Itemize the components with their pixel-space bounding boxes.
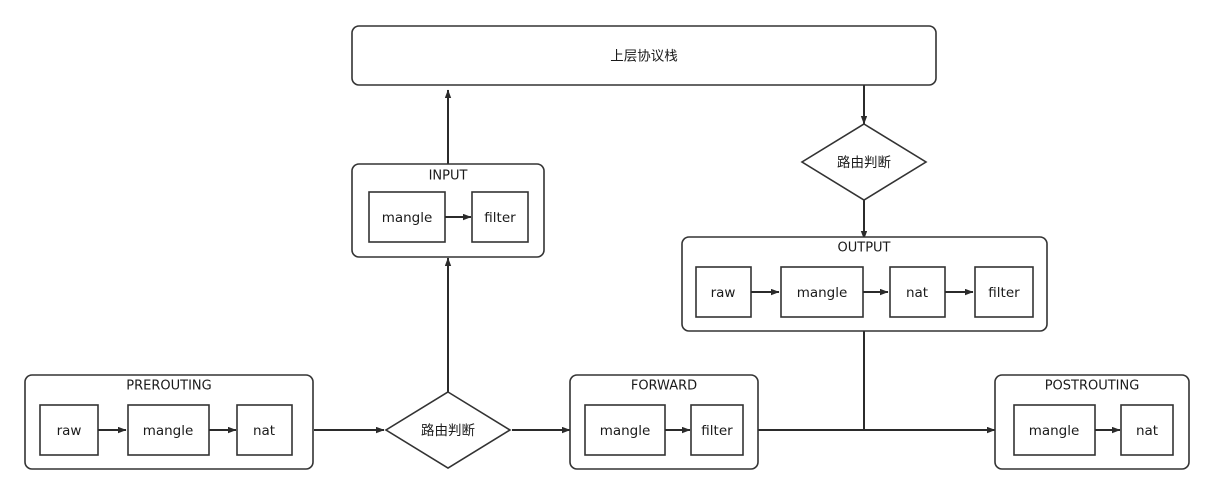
table-label-input-mangle: mangle — [382, 210, 433, 226]
chain-postrouting-title: POSTROUTING — [1045, 379, 1140, 394]
table-label-output-mangle: mangle — [797, 285, 848, 301]
table-box-output-raw — [695, 266, 752, 318]
routing-decision-bottom-diamond — [384, 391, 512, 469]
routing-decision-top: 路由判断 — [800, 123, 928, 201]
table-label-output-raw: raw — [711, 285, 736, 301]
table-box-forward-filter — [690, 404, 744, 456]
upper-protocol-stack-rect — [351, 25, 937, 86]
table-box-output-filter — [974, 266, 1034, 318]
chain-forward: FORWARD mangle filter — [569, 374, 759, 470]
chain-prerouting: PREROUTING raw mangle nat — [24, 374, 314, 470]
table-label-forward-filter: filter — [701, 423, 733, 439]
routing-decision-top-diamond — [800, 123, 928, 201]
routing-decision-bottom: 路由判断 — [384, 391, 512, 469]
chain-input-title: INPUT — [429, 169, 468, 184]
table-box-input-filter — [471, 191, 529, 243]
chain-forward-title: FORWARD — [631, 379, 697, 394]
chain-input: INPUT mangle filter — [351, 163, 545, 258]
table-label-prerouting-mangle: mangle — [143, 423, 194, 439]
chain-output-title: OUTPUT — [838, 241, 891, 256]
table-box-prerouting-nat — [236, 404, 293, 456]
routing-decision-bottom-label: 路由判断 — [421, 423, 475, 439]
table-box-postrouting-nat — [1120, 404, 1174, 456]
table-label-prerouting-raw: raw — [57, 423, 82, 439]
table-label-input-filter: filter — [484, 210, 516, 226]
upper-protocol-stack-label: 上层协议栈 — [610, 49, 678, 65]
routing-decision-top-label: 路由判断 — [837, 155, 891, 171]
table-label-output-filter: filter — [988, 285, 1020, 301]
chain-output-rect — [681, 236, 1048, 332]
table-label-postrouting-mangle: mangle — [1029, 423, 1080, 439]
table-label-forward-mangle: mangle — [600, 423, 651, 439]
upper-protocol-stack-box: 上层协议栈 — [351, 25, 937, 86]
table-box-postrouting-mangle — [1013, 404, 1096, 456]
chain-prerouting-title: PREROUTING — [126, 379, 211, 394]
chain-postrouting: POSTROUTING mangle nat — [994, 374, 1190, 470]
chain-output: OUTPUT raw mangle nat filter — [681, 236, 1048, 332]
table-box-prerouting-raw — [39, 404, 99, 456]
table-label-prerouting-nat: nat — [253, 423, 275, 439]
table-label-postrouting-nat: nat — [1136, 423, 1158, 439]
table-label-output-nat: nat — [906, 285, 928, 301]
table-box-output-nat — [889, 266, 946, 318]
